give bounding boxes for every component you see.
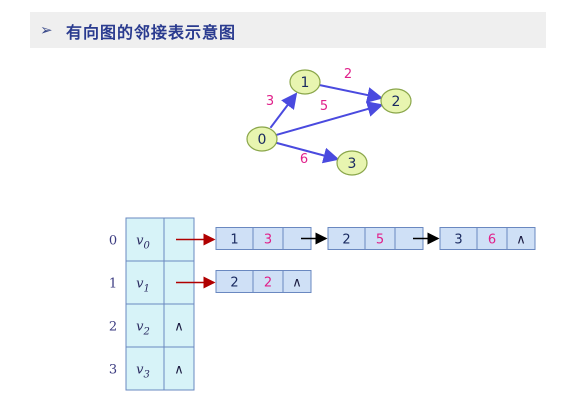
arc-node-next-1-0 (282, 270, 312, 293)
arc-weight-text-0-2: 6 (488, 233, 496, 248)
first-arc-cell-3 (163, 346, 195, 391)
edge-weight-0-2: 5 (320, 99, 328, 114)
vertex-cell-0 (125, 217, 165, 262)
arc-adjvex-text-0-0: 1 (230, 233, 238, 248)
arc-weight-text-0-1: 5 (376, 233, 384, 248)
edge-weight-0-1: 3 (266, 94, 274, 109)
vertex-cell-1 (125, 260, 165, 305)
graph-node-3 (336, 150, 368, 176)
row-index-3: 3 (109, 363, 117, 378)
edge-0-1 (269, 92, 298, 129)
bullet-arrow-icon: ➢ (40, 21, 53, 39)
graph-node-label-1: 1 (301, 75, 310, 91)
null-pointer-2: ∧ (174, 320, 184, 335)
graph-node-label-3: 3 (348, 156, 357, 172)
title-bar (30, 12, 546, 48)
graph-node-2 (380, 88, 412, 114)
arc-node-next-0-2 (506, 227, 536, 250)
graph-node-label-2: 2 (392, 94, 401, 110)
arc-adjvex-text-0-2: 3 (454, 233, 462, 248)
graph-node-label-0: 0 (258, 132, 267, 148)
arc-null-1-0: ∧ (292, 276, 302, 291)
null-pointer-3: ∧ (174, 363, 184, 378)
edge-0-2 (275, 101, 384, 137)
graph-node-0 (246, 126, 278, 152)
graph-node-1 (289, 69, 321, 95)
row-index-2: 2 (109, 320, 117, 335)
arc-adjvex-text-0-1: 2 (342, 233, 350, 248)
page-title: 有向图的邻接表示意图 (66, 23, 237, 42)
edge-0-3 (275, 141, 340, 164)
directed-graph: 3 2 5 6 0 1 2 3 (246, 67, 412, 176)
arc-weight-text-0-0: 3 (264, 233, 272, 248)
arc-weight-text-1-0: 2 (264, 276, 272, 291)
arc-adjvex-text-1-0: 2 (230, 276, 238, 291)
row-index-1: 1 (109, 277, 117, 292)
arc-null-0-2: ∧ (516, 233, 526, 248)
edge-weight-1-2: 2 (344, 67, 352, 82)
vertex-cell-3 (125, 346, 165, 391)
edge-weight-0-3: 6 (300, 152, 308, 167)
first-arc-cell-2 (163, 303, 195, 348)
edge-1-2 (318, 83, 384, 103)
row-index-0: 0 (109, 234, 117, 249)
vertex-cell-2 (125, 303, 165, 348)
